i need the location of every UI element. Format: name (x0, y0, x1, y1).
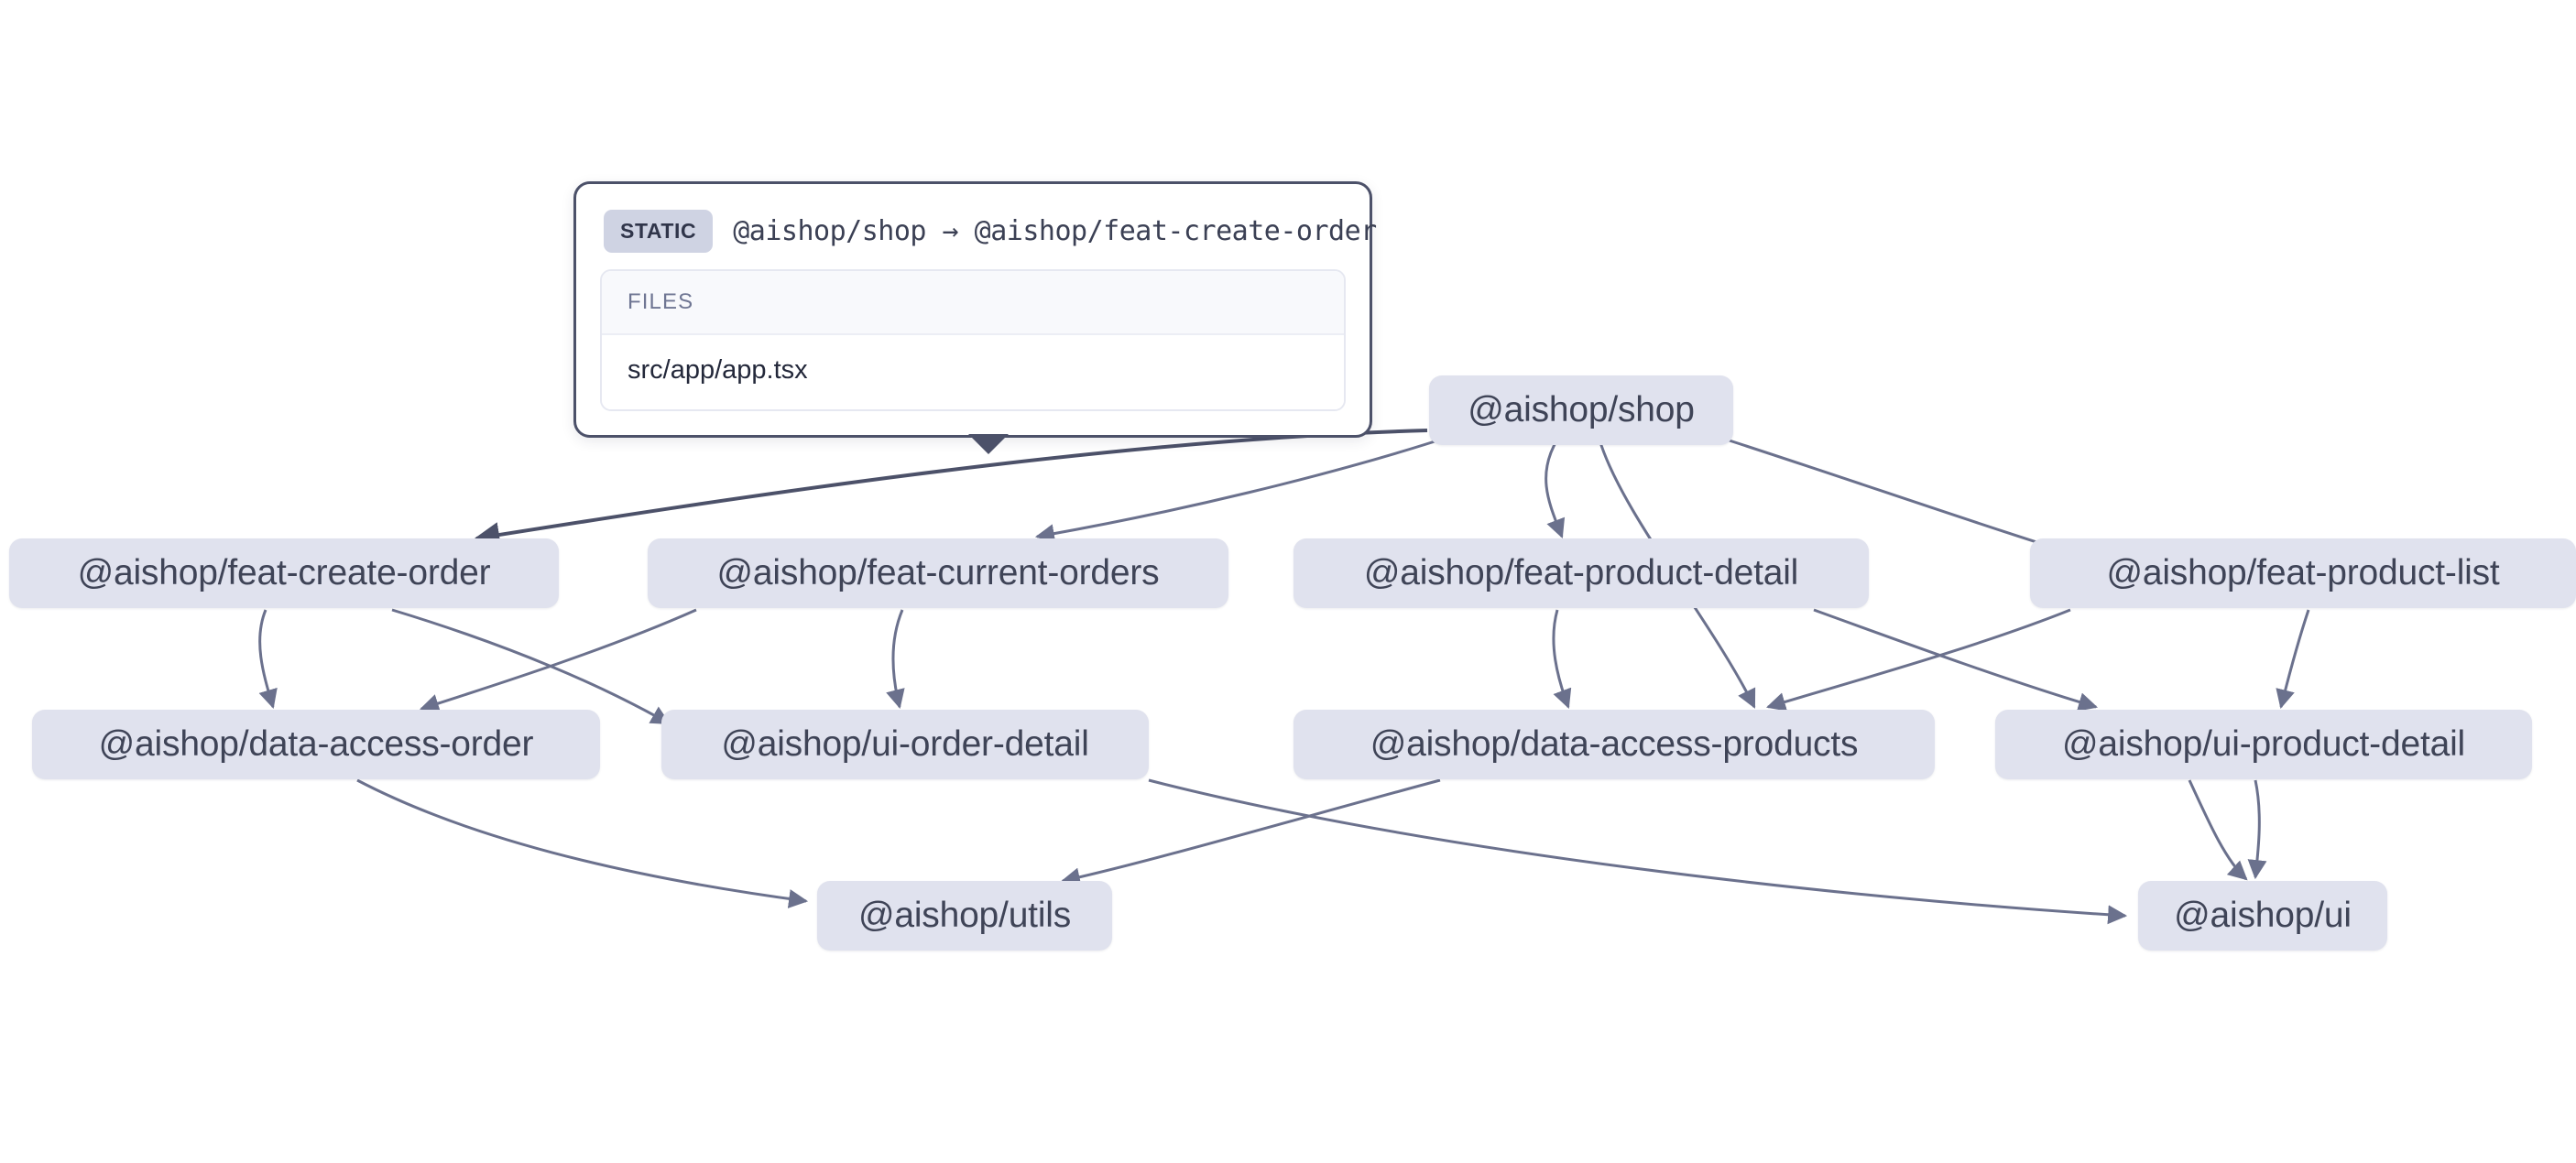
edge-ui-product-detail-right-to-ui[interactable] (2247, 779, 2267, 880)
graph-node-feat-product-detail[interactable]: @aishop/feat-product-detail (1293, 538, 1869, 608)
edge-feat-create-order-to-ui-order-detail[interactable] (391, 608, 671, 725)
edge-ui-product-detail-to-ui[interactable] (2188, 779, 2248, 881)
edge-data-access-order-to-utils[interactable] (356, 778, 809, 908)
graph-node-label: @aishop/ui-order-detail (721, 724, 1089, 764)
graph-node-feat-current-orders[interactable]: @aishop/feat-current-orders (648, 538, 1228, 608)
file-list-item[interactable]: src/app/app.tsx (602, 335, 1344, 409)
edge-feat-product-list-to-data-access-products[interactable] (1765, 608, 2071, 712)
edge-shop-to-feat-current-orders[interactable] (1034, 434, 1453, 544)
edge-feat-product-list-to-ui-product-detail[interactable] (2276, 609, 2310, 710)
graph-node-data-access-products[interactable]: @aishop/data-access-products (1293, 710, 1935, 779)
graph-node-label: @aishop/utils (857, 896, 1072, 935)
graph-node-label: @aishop/feat-product-detail (1363, 553, 1799, 592)
edge-shop-to-feat-create-order[interactable] (474, 429, 1428, 548)
edge-tooltip-title: @aishop/shop → @aishop/feat-create-order (733, 215, 1377, 247)
edge-shop-to-feat-product-detail[interactable] (1545, 439, 1566, 538)
edge-tooltip-card[interactable]: STATIC @aishop/shop → @aishop/feat-creat… (573, 181, 1377, 454)
graph-node-ui-order-detail[interactable]: @aishop/ui-order-detail (661, 710, 1149, 779)
edge-ui-order-detail-to-ui[interactable] (1148, 778, 2128, 925)
edge-feat-product-detail-to-ui-product-detail[interactable] (1813, 608, 2099, 712)
graph-node-feat-create-order[interactable]: @aishop/feat-create-order (9, 538, 559, 608)
edge-feat-current-orders-to-ui-order-detail[interactable] (886, 609, 905, 710)
graph-node-feat-product-list[interactable]: @aishop/feat-product-list (2030, 538, 2576, 608)
graph-node-label: @aishop/shop (1468, 390, 1695, 429)
graph-node-ui[interactable]: @aishop/ui (2138, 881, 2387, 951)
edge-type-badge: STATIC (604, 210, 714, 253)
edge-feat-current-orders-to-data-access-order[interactable] (419, 608, 697, 713)
edge-tooltip-header: STATIC @aishop/shop → @aishop/feat-creat… (600, 206, 1377, 269)
graph-node-ui-product-detail[interactable]: @aishop/ui-product-detail (1995, 710, 2532, 779)
graph-node-label: @aishop/ui (2174, 896, 2352, 935)
edge-data-access-products-to-utils[interactable] (1060, 778, 1441, 887)
graph-node-label: @aishop/feat-product-list (2106, 553, 2500, 592)
graph-node-utils[interactable]: @aishop/utils (817, 881, 1112, 951)
graph-node-label: @aishop/data-access-products (1370, 724, 1859, 764)
files-panel: FILES src/app/app.tsx (600, 269, 1346, 411)
files-column-header: FILES (602, 271, 1344, 335)
graph-node-label: @aishop/feat-current-orders (716, 553, 1160, 592)
graph-node-label: @aishop/feat-create-order (77, 553, 491, 592)
graph-node-shop[interactable]: @aishop/shop (1429, 375, 1733, 445)
graph-node-label: @aishop/data-access-order (98, 724, 534, 764)
edge-feat-create-order-to-data-access-order[interactable] (258, 609, 278, 710)
edge-feat-product-detail-to-data-access-products[interactable] (1552, 609, 1572, 709)
graph-node-data-access-order[interactable]: @aishop/data-access-order (32, 710, 600, 779)
graph-node-label: @aishop/ui-product-detail (2062, 724, 2465, 764)
